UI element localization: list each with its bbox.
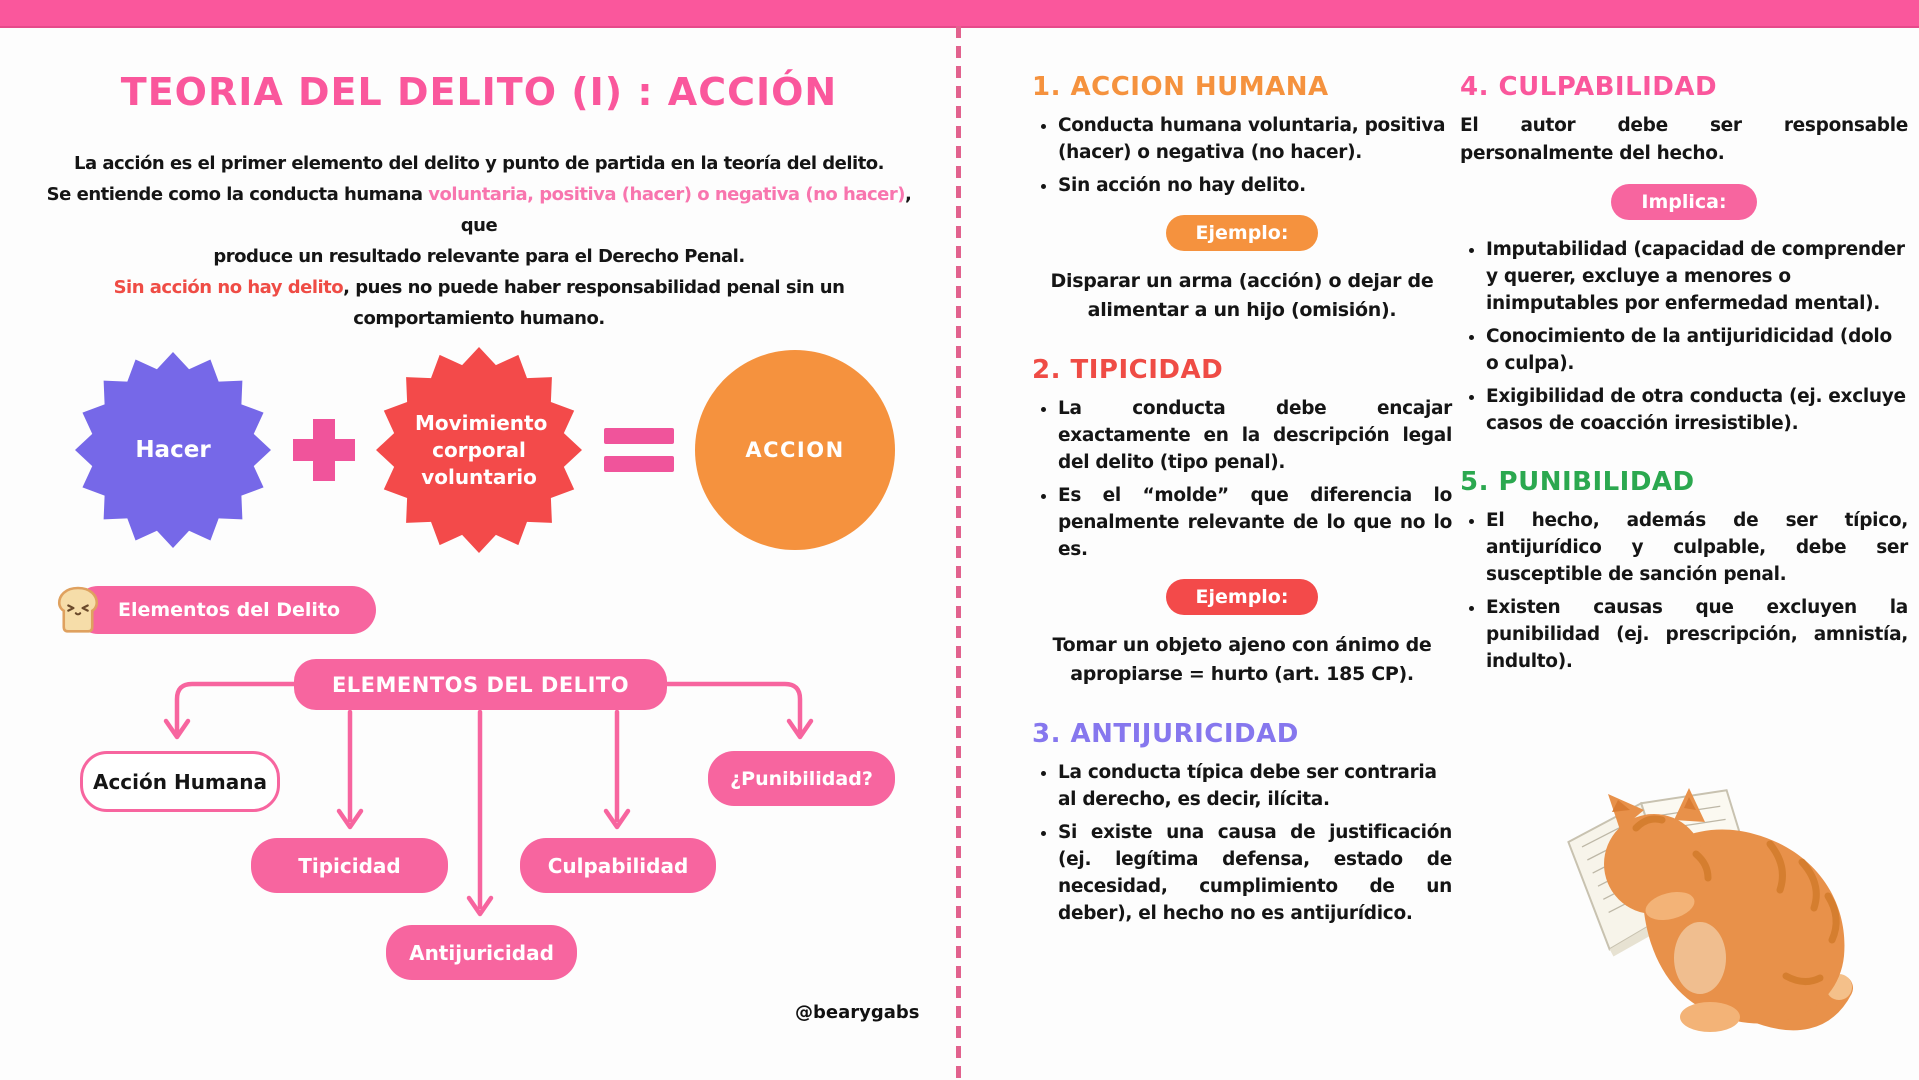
section5-heading: 5. PUNIBILIDAD [1460, 467, 1695, 497]
section1-bullets: Conducta humana voluntaria, positiva (ha… [1032, 112, 1452, 199]
intro-line1: La acción es el primer elemento del deli… [73, 153, 885, 174]
accion-circle-label: ACCION [745, 438, 845, 462]
equals-sign-icon [603, 428, 674, 472]
flowchart-node-accion-humana: Acción Humana [80, 751, 280, 812]
bullet-item: Exigibilidad de otra conducta (ej. exclu… [1486, 383, 1908, 437]
section2-ejemplo-pill: Ejemplo: [1165, 579, 1319, 615]
flowchart-punibilidad-label: ¿Punibilidad? [730, 767, 873, 790]
flowchart-culpabilidad-label: Culpabilidad [547, 853, 689, 878]
plus-sign-icon [292, 419, 355, 481]
starburst-movimiento-label: Movimiento corporal voluntario [415, 410, 548, 489]
bullet-item: Conducta humana voluntaria, positiva (ha… [1058, 112, 1452, 166]
page-divider-dashed-line [956, 26, 961, 1080]
section3-heading: 3. ANTIJURICIDAD [1032, 719, 1299, 749]
section2-heading: 2. TIPICIDAD [1032, 355, 1224, 385]
starburst-hacer-label: Hacer [135, 437, 211, 463]
flowchart-accion-label: Acción Humana [92, 769, 268, 794]
section1-heading: 1. ACCION HUMANA [1032, 72, 1329, 102]
page-title: TEORIA DEL DELITO (I) : ACCIÓN [120, 70, 838, 114]
section4-bullets: Imputabilidad (capacidad de comprender y… [1460, 236, 1908, 437]
flowchart-root: ELEMENTOS DEL DELITO [294, 659, 667, 710]
intro-line2-post: , que [460, 184, 912, 236]
section5-bullets: El hecho, además de ser típico, antijurí… [1460, 507, 1908, 675]
bullet-item: Imputabilidad (capacidad de comprender y… [1486, 236, 1908, 317]
flowchart-tipicidad-label: Tipicidad [298, 853, 401, 878]
flowchart-node-culpabilidad: Culpabilidad [520, 838, 716, 893]
author-watermark: @bearygabs [795, 1002, 920, 1023]
bullet-item: Existen causas que excluyen la punibilid… [1486, 594, 1908, 675]
intro-highlight: voluntaria, positiva (hacer) o negativa … [428, 184, 905, 205]
starburst-movimiento: Movimiento corporal voluntario [376, 347, 582, 553]
section2-bullets: La conducta debe encajar exactamente en … [1032, 395, 1452, 563]
starburst-hacer: Hacer [75, 352, 271, 548]
elements-badge-row: Elementos del Delito [56, 585, 377, 635]
intro-line3: produce un resultado relevante para el D… [213, 246, 745, 267]
bullet-item: El hecho, además de ser típico, antijurí… [1486, 507, 1908, 588]
intro-line2-pre: Se entiende como la conducta humana [46, 184, 429, 205]
right-column-1: 1. ACCION HUMANA Conducta humana volunta… [1032, 72, 1452, 933]
bullet-item: Conocimiento de la antijuridicidad (dolo… [1486, 323, 1908, 377]
section1-ejemplo-pill: Ejemplo: [1165, 215, 1319, 251]
flowchart-node-antijuricidad: Antijuricidad [386, 925, 577, 980]
accion-circle: ACCION [695, 350, 895, 550]
section4-heading: 4. CULPABILIDAD [1460, 72, 1718, 102]
bullet-item: Si existe una causa de justificación (ej… [1058, 819, 1452, 927]
section2-example: Tomar un objeto ajeno con ánimo de aprop… [1052, 634, 1432, 685]
section1-example: Disparar un arma (acción) o dejar de ali… [1050, 270, 1434, 321]
bullet-item: Sin acción no hay delito. [1058, 172, 1452, 199]
flowchart-node-tipicidad: Tipicidad [251, 838, 448, 893]
toast-icon [57, 586, 99, 633]
flowchart-root-label: ELEMENTOS DEL DELITO [331, 672, 630, 697]
section4-lead: El autor debe ser responsable personalme… [1460, 115, 1908, 164]
flowchart-antijuricidad-label: Antijuricidad [409, 940, 554, 965]
intro-paragraph: La acción es el primer elemento del deli… [29, 148, 929, 272]
warning-paragraph: Sin acción no hay delito, pues no puede … [49, 272, 909, 334]
bullet-item: Es el “molde” que diferencia lo penalmen… [1058, 482, 1452, 563]
elements-badge: Elementos del Delito [74, 586, 377, 634]
action-equation-diagram: Hacer Movimiento corporal voluntario ACC… [75, 347, 895, 553]
top-accent-bar [0, 0, 1919, 28]
right-column-2: 4. CULPABILIDAD El autor debe ser respon… [1460, 72, 1908, 681]
bullet-item: La conducta típica debe ser contraria al… [1058, 759, 1452, 813]
section4-implica-pill: Implica: [1611, 184, 1757, 220]
warning-rest: , pues no puede haber responsabilidad pe… [343, 277, 845, 329]
warning-highlight: Sin acción no hay delito [113, 277, 344, 298]
flowchart-node-punibilidad: ¿Punibilidad? [708, 751, 895, 806]
bullet-item: La conducta debe encajar exactamente en … [1058, 395, 1452, 476]
section3-bullets: La conducta típica debe ser contraria al… [1032, 759, 1452, 927]
cat-reading-book-image [1567, 788, 1853, 1032]
